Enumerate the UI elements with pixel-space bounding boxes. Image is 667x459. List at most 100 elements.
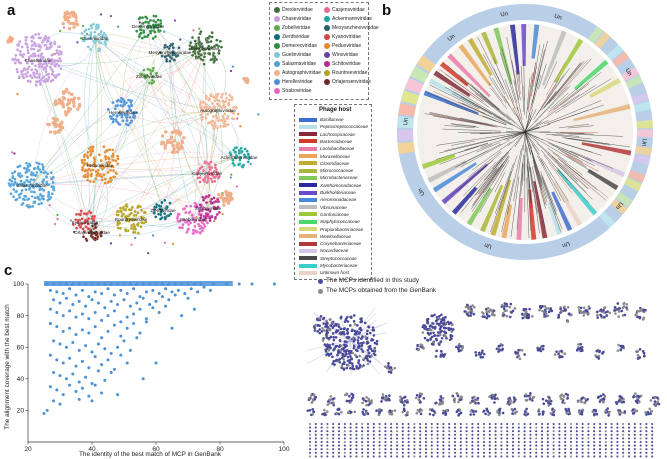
network-node bbox=[47, 122, 51, 127]
mcp-node bbox=[413, 455, 416, 458]
mcp-node bbox=[369, 347, 373, 351]
network-node bbox=[102, 165, 106, 169]
mcp-node bbox=[447, 327, 451, 330]
network-node bbox=[234, 105, 238, 109]
network-node bbox=[36, 49, 40, 53]
network-edge bbox=[84, 47, 206, 223]
mcp-node bbox=[472, 305, 476, 309]
mcp-node bbox=[311, 412, 315, 416]
mcp-node bbox=[584, 309, 588, 312]
network-edge bbox=[94, 37, 194, 220]
tree-branch bbox=[546, 138, 602, 156]
network-node bbox=[26, 79, 30, 83]
scatter-point bbox=[154, 361, 158, 365]
network-node bbox=[201, 195, 205, 199]
mcp-node bbox=[517, 426, 520, 429]
network-node bbox=[223, 100, 227, 104]
tree-branch bbox=[476, 159, 494, 175]
network-node bbox=[81, 227, 85, 231]
tree-branch bbox=[520, 65, 524, 112]
mcp-node bbox=[583, 397, 586, 400]
mcp-node bbox=[389, 371, 393, 374]
mcp-node bbox=[529, 433, 532, 436]
network-node bbox=[21, 55, 25, 59]
mcp-node bbox=[373, 347, 377, 351]
mcp-node bbox=[540, 433, 544, 436]
tree-branch bbox=[548, 162, 573, 194]
network-node bbox=[190, 36, 194, 39]
scatter-point bbox=[74, 333, 78, 337]
network-node bbox=[142, 68, 146, 72]
network-node bbox=[14, 198, 18, 202]
scatter-point bbox=[109, 370, 113, 374]
mcp-node bbox=[579, 349, 582, 353]
family-legend-swatch bbox=[274, 61, 280, 67]
network-node bbox=[202, 218, 206, 222]
mcp-node bbox=[477, 455, 480, 458]
tree-branch bbox=[540, 149, 568, 181]
network-node bbox=[169, 136, 173, 140]
tree-branch bbox=[444, 125, 475, 129]
mcp-node bbox=[488, 444, 491, 447]
mcp-node bbox=[607, 411, 611, 415]
mcp-node bbox=[384, 437, 387, 440]
network-node bbox=[36, 184, 40, 188]
network-node bbox=[204, 195, 208, 198]
scatter-point bbox=[106, 358, 110, 362]
network-node bbox=[159, 19, 163, 23]
network-node bbox=[184, 211, 188, 215]
mcp-node bbox=[494, 455, 497, 458]
tree-branch bbox=[565, 138, 611, 146]
mcp-node bbox=[453, 430, 457, 433]
mcp-node bbox=[337, 430, 341, 433]
tree-branch bbox=[445, 102, 496, 122]
network-cluster-label: Peduoviridae bbox=[87, 163, 114, 168]
network-node bbox=[210, 31, 214, 35]
mcp-node bbox=[364, 409, 368, 413]
tree-branch bbox=[477, 168, 498, 195]
mcp-node bbox=[598, 430, 602, 433]
mcp-node bbox=[439, 353, 443, 357]
mcp-node bbox=[498, 344, 502, 348]
mcp-node bbox=[378, 451, 381, 454]
network-node bbox=[230, 173, 233, 176]
mcp-node bbox=[610, 433, 613, 436]
scatter-point bbox=[96, 342, 100, 346]
tree-branch bbox=[526, 177, 530, 238]
scatter-point bbox=[183, 291, 187, 295]
mcp-similarity-network bbox=[306, 301, 661, 458]
scatter-point bbox=[144, 320, 148, 324]
tree-branch bbox=[470, 83, 516, 124]
scatter-point bbox=[61, 361, 65, 365]
mcp-node bbox=[387, 362, 390, 365]
panel-letter-b: b bbox=[382, 2, 392, 19]
mcp-node bbox=[424, 422, 428, 426]
network-node bbox=[257, 113, 260, 116]
tree-branch bbox=[516, 114, 526, 133]
network-node bbox=[211, 115, 215, 119]
scatter-point bbox=[132, 312, 136, 316]
mcp-node bbox=[638, 309, 641, 313]
tree-branch bbox=[525, 144, 532, 204]
network-node bbox=[195, 172, 199, 176]
tree-branch bbox=[532, 40, 548, 102]
network-edge bbox=[91, 75, 150, 233]
mcp-node bbox=[314, 437, 317, 440]
scatter-point bbox=[96, 282, 100, 286]
mcp-node bbox=[597, 357, 601, 360]
mcp-node bbox=[448, 433, 451, 436]
network-node bbox=[41, 167, 45, 171]
network-node bbox=[35, 171, 39, 174]
scatter-point bbox=[128, 348, 132, 352]
network-node bbox=[28, 163, 32, 167]
mcp-node bbox=[552, 451, 555, 454]
tree-branch bbox=[536, 142, 579, 183]
mcp-node bbox=[368, 355, 372, 359]
scatter-point bbox=[202, 285, 206, 289]
mcp-node bbox=[442, 426, 445, 429]
scatter-point bbox=[144, 290, 148, 294]
mcp-node bbox=[365, 332, 369, 336]
mcp-node bbox=[390, 368, 394, 371]
mcp-node bbox=[436, 451, 439, 454]
network-edge bbox=[31, 75, 150, 186]
